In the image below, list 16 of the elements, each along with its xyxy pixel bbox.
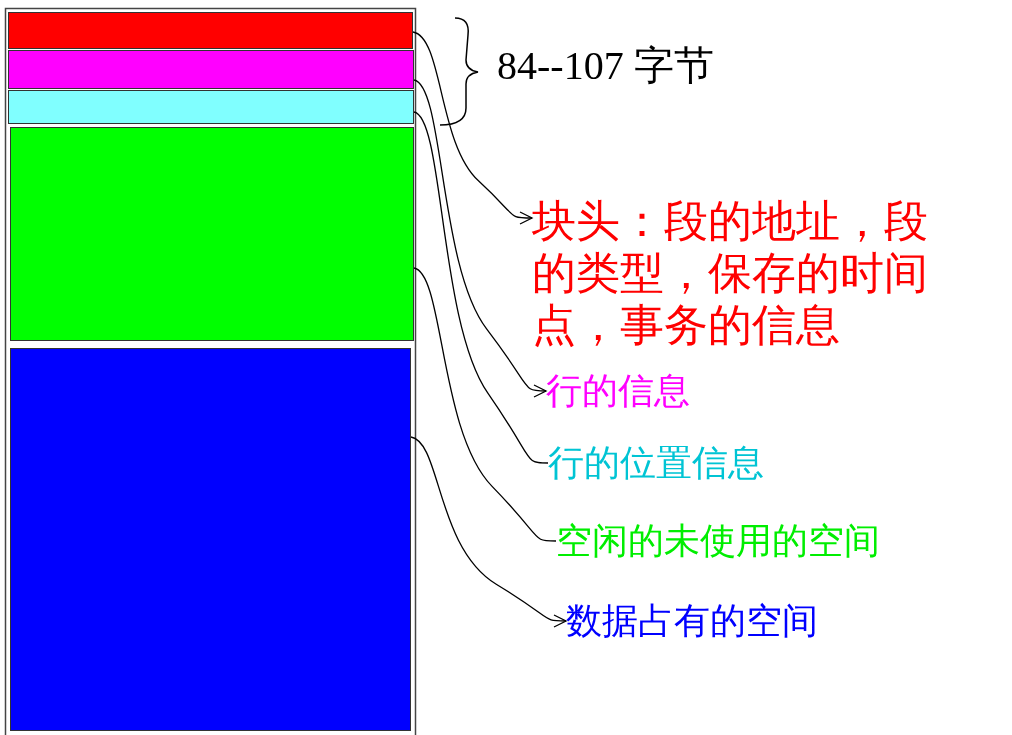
memory-band [10, 348, 411, 731]
memory-band [10, 127, 414, 341]
memory-band [8, 50, 414, 89]
size-label: 84--107 字节 [497, 42, 714, 90]
leader-line [413, 267, 557, 542]
leader-line [413, 79, 547, 398]
memory-band [8, 12, 413, 49]
annotation-text: 空闲的未使用的空间 [556, 518, 1012, 564]
annotation-text: 数据占有的空间 [566, 598, 966, 644]
annotation-text: 块头：段的地址，段的类型，保存的时间点，事务的信息 [532, 195, 957, 351]
leader-line [410, 436, 567, 628]
annotation-text: 行的位置信息 [548, 440, 888, 486]
leader-line [413, 111, 549, 464]
leader-line [412, 31, 533, 225]
memory-band [8, 90, 414, 124]
annotation-text: 行的信息 [546, 368, 846, 414]
